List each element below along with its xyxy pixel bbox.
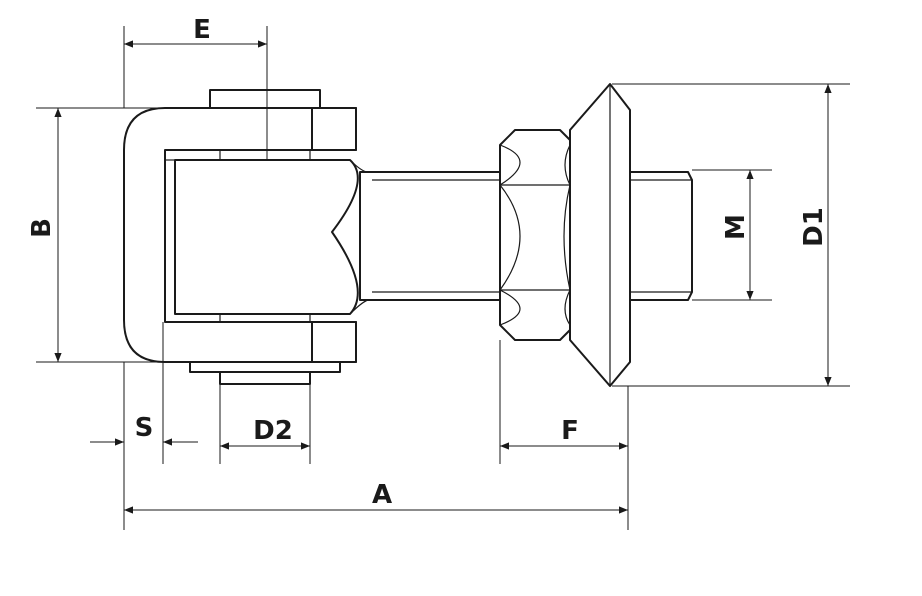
hex-nut bbox=[499, 129, 571, 341]
dimension-labels: E B S D2 F A M D1 bbox=[27, 15, 829, 510]
label-E: E bbox=[193, 15, 211, 45]
hinge-part bbox=[123, 83, 693, 387]
label-B: B bbox=[27, 218, 57, 238]
knuckle-body bbox=[174, 159, 359, 315]
extension-lines bbox=[36, 26, 850, 530]
label-D1: D1 bbox=[799, 207, 829, 247]
label-F: F bbox=[561, 416, 579, 446]
strap-eye-bottom bbox=[311, 321, 357, 363]
threaded-end bbox=[629, 171, 693, 301]
bolt-shank bbox=[359, 171, 503, 301]
label-M: M bbox=[721, 214, 751, 240]
dimension-lines bbox=[54, 40, 832, 514]
strap-eye-top bbox=[311, 107, 357, 151]
conical-washer bbox=[569, 83, 631, 387]
label-D2: D2 bbox=[253, 416, 293, 446]
label-S: S bbox=[135, 413, 154, 443]
label-A: A bbox=[372, 480, 392, 510]
